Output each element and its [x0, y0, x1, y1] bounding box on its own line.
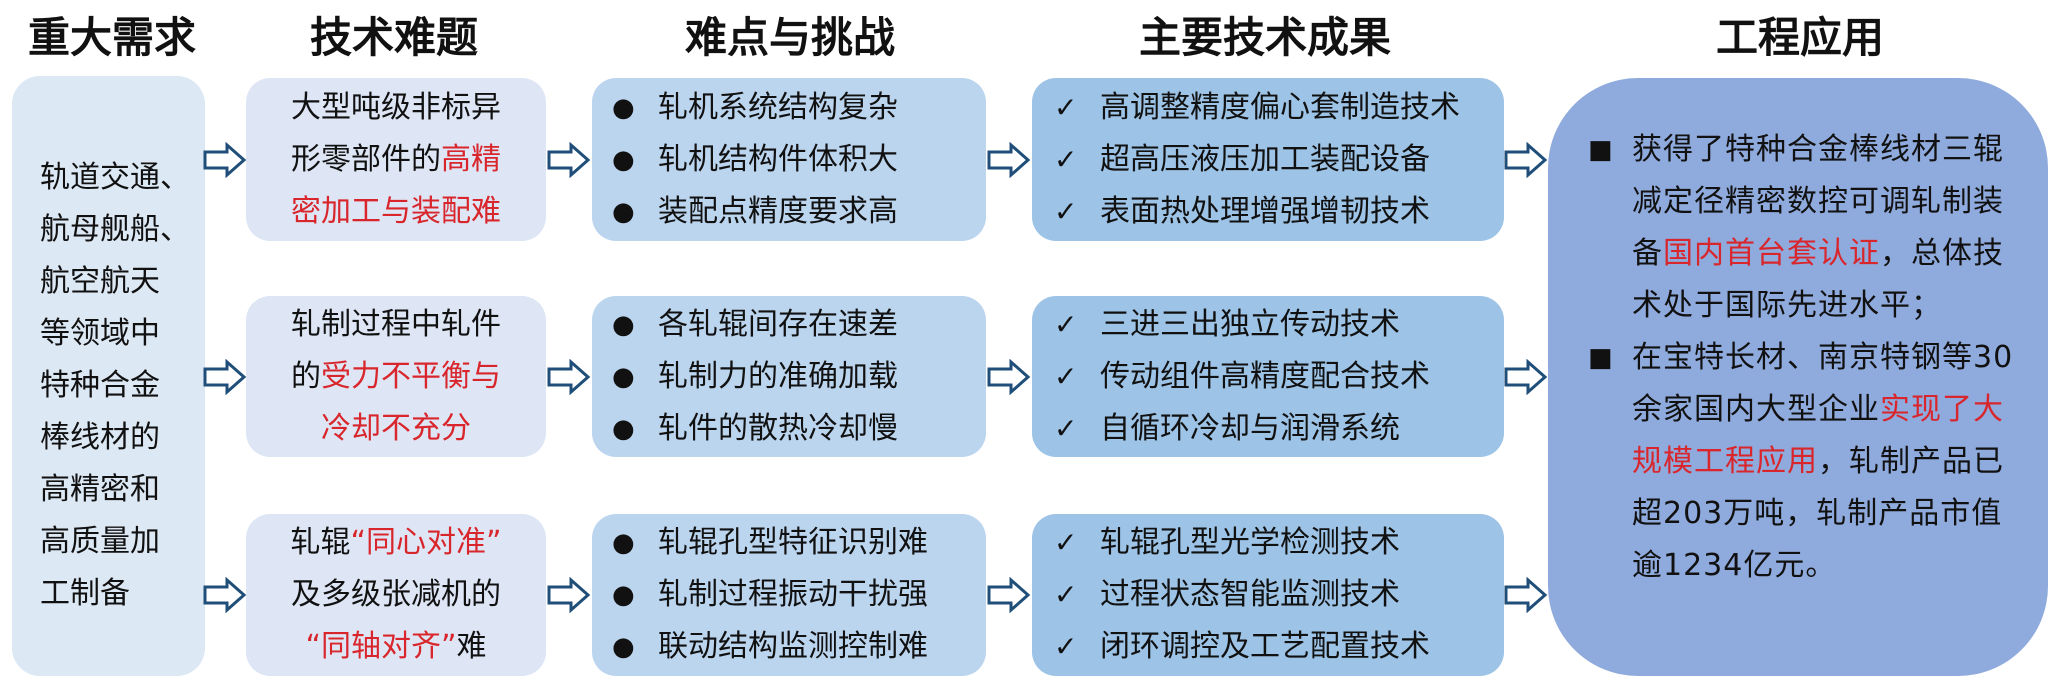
problem-emphasis: 冷却不充分 [321, 410, 471, 446]
challenge-item: ●联动结构监测控制难 [612, 621, 986, 673]
challenge-item: ●轧制过程振动干扰强 [612, 569, 986, 621]
problem-line: 形零部件的高精 [291, 141, 501, 177]
bullet-icon: ● [612, 580, 635, 610]
header-application: 工程应用 [1715, 13, 1884, 62]
problem-line: 轧辊“同心对准” [290, 525, 502, 560]
achievement-item: ✓高调整精度偏心套制造技术 [1054, 82, 1504, 134]
challenge-item: ●轧件的散热冷却慢 [612, 403, 986, 455]
bullet-icon: ● [612, 528, 635, 558]
achievement-item: ✓传动组件高精度配合技术 [1054, 351, 1504, 403]
square-bullet-icon: ■ [1588, 343, 1613, 373]
challenge-box: ●各轧辊间存在速差 ●轧制力的准确加载 ●轧件的散热冷却慢 [592, 296, 986, 457]
problem-line: 大型吨级非标异 [291, 89, 501, 125]
demand-line: 工制备 [40, 576, 130, 611]
check-icon: ✓ [1054, 142, 1078, 176]
demand-line: 航母舰船、 [40, 212, 190, 247]
problem-box: 大型吨级非标异 形零部件的高精 密加工与装配难 [246, 78, 546, 241]
check-icon: ✓ [1054, 578, 1078, 611]
arrow-right-icon [987, 142, 1031, 178]
check-icon: ✓ [1054, 359, 1078, 393]
demand-line: 高精密和 [40, 472, 160, 507]
challenge-item: ●轧制力的准确加载 [612, 351, 986, 403]
challenge-box: ●轧辊孔型特征识别难 ●轧制过程振动干扰强 ●联动结构监测控制难 [592, 514, 986, 676]
bullet-icon: ● [612, 413, 635, 444]
header-demand: 重大需求 [27, 13, 196, 62]
application-emphasis: 实现了大规模工程应用 [1632, 392, 2004, 479]
problem-box: 轧辊“同心对准” 及多级张减机的 “同轴对齐”难 [246, 514, 546, 676]
arrow-right-icon [547, 577, 591, 613]
problem-box: 轧制过程中轧件 的受力不平衡与 冷却不充分 [246, 296, 546, 457]
achievement-box: ✓高调整精度偏心套制造技术 ✓超高压液压加工装配设备 ✓表面热处理增强增韧技术 [1032, 78, 1504, 241]
bullet-icon: ● [612, 309, 635, 340]
challenge-item: ●轧机结构件体积大 [612, 134, 986, 186]
demand-line: 高质量加 [40, 524, 160, 559]
arrow-right-icon [203, 359, 247, 395]
check-icon: ✓ [1054, 194, 1078, 228]
challenge-item: ●装配点精度要求高 [612, 186, 986, 238]
arrow-right-icon [547, 359, 591, 395]
problem-emphasis: “同轴对齐” [305, 629, 457, 664]
demand-line: 等领域中 [40, 316, 160, 351]
demand-line: 特种合金 [40, 368, 160, 403]
check-icon: ✓ [1054, 411, 1078, 445]
arrow-right-icon [203, 577, 247, 613]
arrow-right-icon [1504, 577, 1548, 613]
achievement-box: ✓三进三出独立传动技术 ✓传动组件高精度配合技术 ✓自循环冷却与润滑系统 [1032, 296, 1504, 457]
challenge-item: ●轧机系统结构复杂 [612, 82, 986, 134]
arrow-right-icon [987, 577, 1031, 613]
problem-emphasis: 密加工与装配难 [291, 193, 501, 229]
problem-line: 的受力不平衡与 [291, 358, 501, 394]
achievement-item: ✓表面热处理增强增韧技术 [1054, 186, 1504, 238]
problem-line: 及多级张减机的 [291, 577, 501, 612]
problem-line: 密加工与装配难 [291, 186, 501, 238]
header-achievements: 主要技术成果 [1138, 13, 1391, 62]
arrow-right-icon [203, 142, 247, 178]
check-icon: ✓ [1054, 630, 1078, 663]
achievement-item: ✓自循环冷却与润滑系统 [1054, 403, 1504, 455]
square-bullet-icon: ■ [1588, 135, 1613, 165]
achievement-item: ✓超高压液压加工装配设备 [1054, 134, 1504, 186]
achievement-item: ✓轧辊孔型光学检测技术 [1054, 517, 1504, 569]
challenge-box: ●轧机系统结构复杂 ●轧机结构件体积大 ●装配点精度要求高 [592, 78, 986, 241]
problem-emphasis: 受力不平衡与 [321, 358, 501, 394]
problem-line: “同轴对齐”难 [305, 629, 487, 664]
achievement-box: ✓轧辊孔型光学检测技术 ✓过程状态智能监测技术 ✓闭环调控及工艺配置技术 [1032, 514, 1504, 676]
bullet-icon: ● [612, 92, 635, 123]
application-text: 获得了特种合金棒线材三辊减定径精密数控可调轧制装备国内首台套认证，总体技术处于国… [1632, 132, 2004, 323]
application-text: 在宝特长材、南京特钢等30余家国内大型企业实现了大规模工程应用，轧制产品已超20… [1632, 340, 2014, 583]
bullet-icon: ● [612, 196, 635, 227]
application-emphasis: 国内首台套认证 [1663, 236, 1880, 271]
achievement-item: ✓过程状态智能监测技术 [1054, 569, 1504, 621]
header-challenges: 难点与挑战 [684, 13, 895, 62]
demand-line: 棒线材的 [40, 420, 160, 455]
arrow-right-icon [987, 359, 1031, 395]
arrow-right-icon [1504, 142, 1548, 178]
arrow-right-icon [1504, 359, 1548, 395]
check-icon: ✓ [1054, 526, 1078, 559]
check-icon: ✓ [1054, 307, 1078, 341]
demand-box: 轨道交通、 航母舰船、 航空航天 等领域中 特种合金 棒线材的 高精密和 高质量… [12, 76, 205, 676]
problem-emphasis: “同心对准” [350, 525, 502, 560]
challenge-item: ●轧辊孔型特征识别难 [612, 517, 986, 569]
problem-line: 轧制过程中轧件 [291, 306, 501, 342]
problem-emphasis: 高精 [441, 141, 501, 177]
problem-line: 冷却不充分 [291, 403, 501, 455]
header-problems: 技术难题 [309, 13, 478, 62]
achievement-item: ✓三进三出独立传动技术 [1054, 299, 1504, 351]
bullet-icon: ● [612, 144, 635, 175]
application-item: ■ 获得了特种合金棒线材三辊减定径精密数控可调轧制装备国内首台套认证，总体技术处… [1588, 124, 2018, 332]
bullet-icon: ● [612, 632, 635, 662]
check-icon: ✓ [1054, 90, 1078, 124]
challenge-item: ●各轧辊间存在速差 [612, 299, 986, 351]
arrow-right-icon [547, 142, 591, 178]
demand-line: 轨道交通、 [40, 160, 190, 195]
demand-line: 航空航天 [40, 264, 160, 299]
application-item: ■ 在宝特长材、南京特钢等30余家国内大型企业实现了大规模工程应用，轧制产品已超… [1588, 332, 2018, 592]
bullet-icon: ● [612, 361, 635, 392]
application-box: ■ 获得了特种合金棒线材三辊减定径精密数控可调轧制装备国内首台套认证，总体技术处… [1548, 78, 2048, 676]
achievement-item: ✓闭环调控及工艺配置技术 [1054, 621, 1504, 673]
